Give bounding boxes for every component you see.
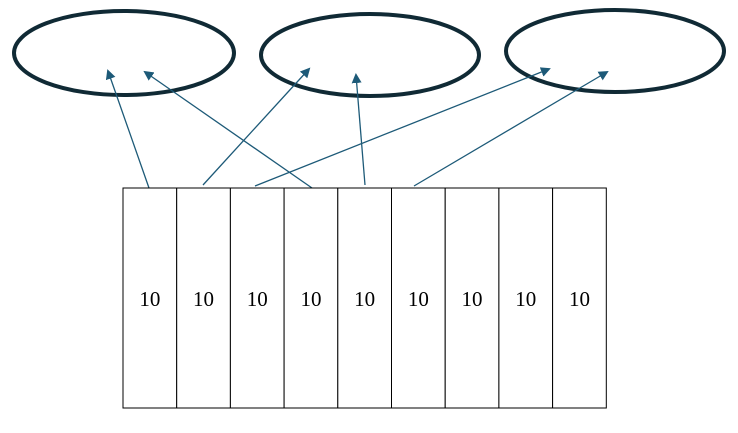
arrow-cell1-to-bucket1: [105, 69, 150, 189]
array-cell-value: 10: [462, 287, 483, 311]
array-cell-value: 10: [139, 287, 160, 311]
array-cells: 10 10 10 10 10 10 10 10 10: [122, 187, 607, 409]
array-cell: [391, 187, 446, 409]
array-cell-value: 10: [193, 287, 214, 311]
bucket-ellipse-2: [259, 12, 481, 98]
array-cell: [337, 187, 392, 409]
arrow-cell3-to-bucket3: [254, 67, 551, 187]
arrow-cell4-to-bucket1: [143, 70, 313, 189]
arrow-cell6-to-bucket3: [413, 70, 609, 187]
array-cell: [444, 187, 500, 409]
array-cell-value: 10: [515, 287, 536, 311]
array-cell-value: 10: [300, 287, 321, 311]
array-cell-value: 10: [408, 287, 429, 311]
array-cell: [122, 187, 178, 409]
arrow-cell5-to-bucket2: [351, 73, 366, 186]
arrow-cell2-to-bucket2: [202, 67, 311, 186]
array-cell: [552, 187, 607, 409]
array-cell-value: 10: [354, 287, 375, 311]
array-cell: [498, 187, 554, 409]
array-cell-value: 10: [569, 287, 590, 311]
array-cell: [283, 187, 339, 409]
arrows-group: [105, 67, 609, 189]
array-cell-value: 10: [247, 287, 268, 311]
bucket-ellipse-3: [504, 8, 726, 94]
bucket-ellipse-1: [12, 9, 236, 97]
